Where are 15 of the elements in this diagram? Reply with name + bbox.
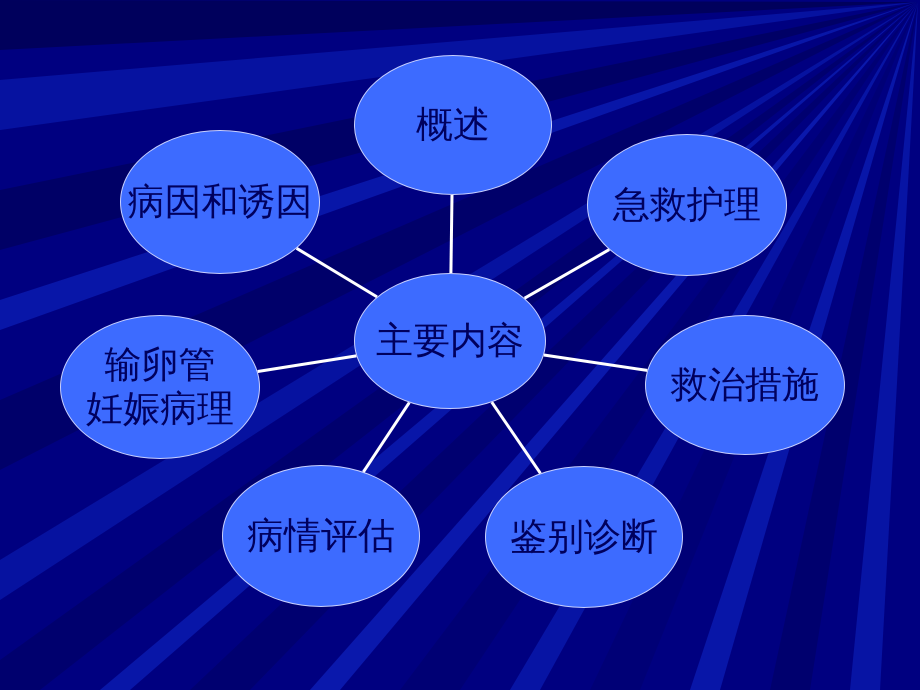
topic-label: 病情评估	[247, 514, 395, 558]
connector-line	[449, 194, 454, 274]
connector-line	[362, 402, 411, 473]
connector-line	[257, 354, 357, 373]
topic-label: 主要内容	[376, 318, 524, 364]
connector-line	[490, 401, 542, 474]
connector-line	[544, 354, 648, 372]
topic-label: 输卵管妊娠病理	[86, 342, 234, 432]
connector-line	[296, 247, 378, 298]
connector-line	[524, 248, 610, 300]
topic-label: 概述	[416, 102, 490, 148]
topic-label: 病因和诱因	[128, 180, 312, 224]
topic-label: 鉴别诊断	[510, 514, 658, 560]
topic-label: 急救护理	[613, 182, 761, 228]
topic-label: 救治措施	[671, 362, 819, 408]
